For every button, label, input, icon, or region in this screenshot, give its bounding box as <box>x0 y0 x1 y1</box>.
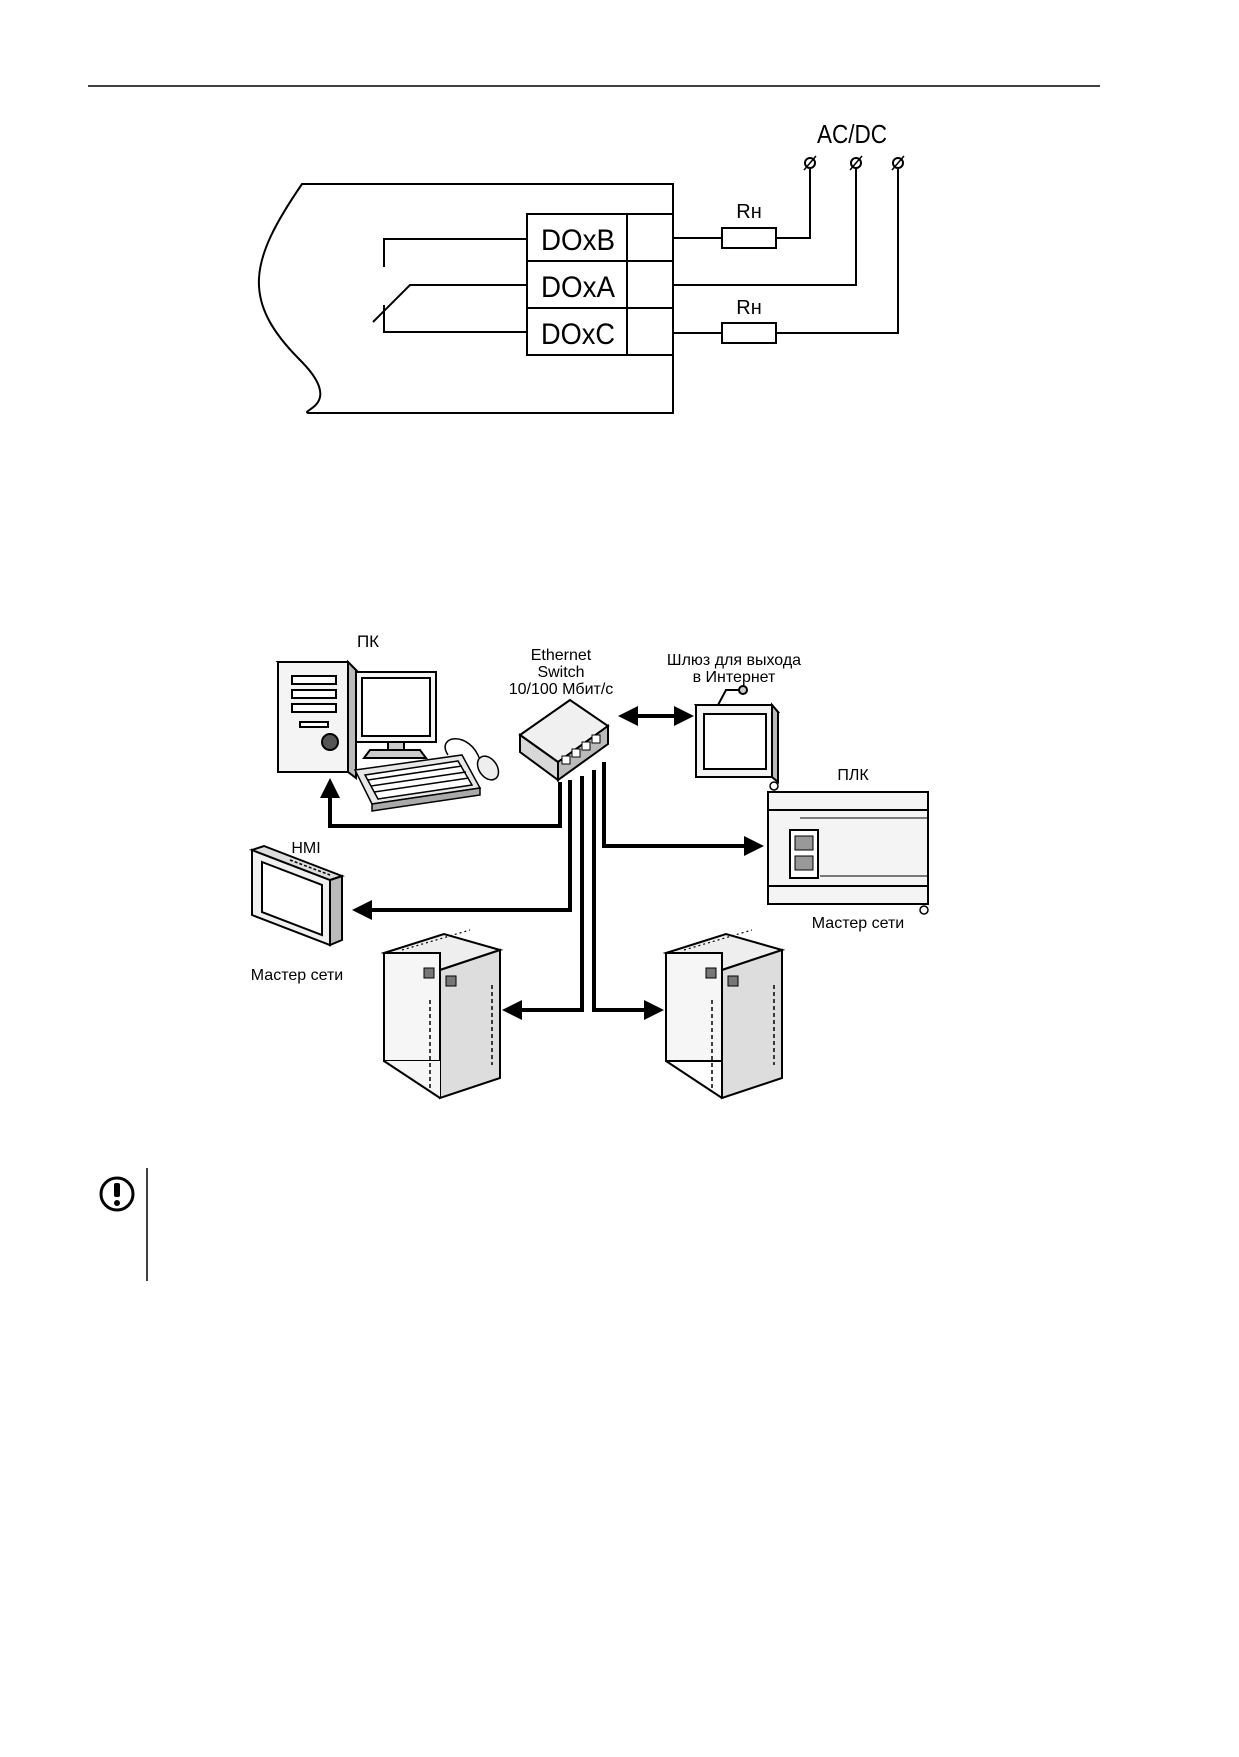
pc-monitor-icon <box>355 671 437 759</box>
relay-contact-blade <box>372 284 527 323</box>
resistor-top-label: Rн <box>736 201 762 223</box>
gateway-label-line1: Шлюз для выхода <box>667 652 801 669</box>
network-links <box>320 706 764 1020</box>
hmi-role-label: Мастер сети <box>251 967 343 984</box>
link-switch-pc <box>320 778 562 828</box>
ethernet-switch-icon <box>518 698 610 782</box>
resistor-bottom <box>721 322 777 344</box>
wiring-diagram <box>257 155 905 414</box>
pc-label: ПК <box>357 632 379 651</box>
io-module-right-icon <box>662 929 786 1100</box>
switch-label-line2: Switch <box>537 664 584 681</box>
pc-mouse-icon <box>444 738 500 781</box>
hmi-label: HMI <box>291 840 320 857</box>
switch-label-line3: 10/100 Мбит/с <box>509 681 614 698</box>
device-body-outline <box>257 183 674 414</box>
supply-label: AC/DC <box>817 119 887 149</box>
network-diagram <box>249 659 929 1100</box>
relay-contact-nc <box>383 305 527 333</box>
plc-label: ПЛК <box>837 767 869 784</box>
link-switch-plc <box>602 762 764 856</box>
exclamation-circle-icon <box>99 1176 135 1212</box>
link-switch-module-left <box>502 776 584 1020</box>
link-switch-module-right <box>592 770 664 1020</box>
relay-contact-common <box>383 238 527 267</box>
plc-role-label: Мастер сети <box>812 915 904 932</box>
gateway-label-line2: в Интернет <box>693 669 776 686</box>
terminal-label-doxb: DOxB <box>541 224 615 257</box>
switch-label-line1: Ethernet <box>531 647 592 664</box>
hmi-panel-icon <box>249 844 345 947</box>
supply-terminals <box>803 155 905 171</box>
io-module-left-icon <box>380 929 504 1100</box>
resistor-top <box>721 227 777 249</box>
notice-block <box>99 1168 148 1281</box>
link-switch-hmi <box>352 780 572 920</box>
gateway-device-icon <box>693 685 781 785</box>
terminal-label-doxa: DOxA <box>541 271 615 304</box>
pc-keyboard-icon <box>353 754 482 812</box>
pc-tower-icon <box>275 659 359 780</box>
resistor-bottom-label: Rн <box>736 297 762 319</box>
plc-device-icon <box>767 781 929 915</box>
terminal-label-doxc: DOxC <box>541 318 615 351</box>
